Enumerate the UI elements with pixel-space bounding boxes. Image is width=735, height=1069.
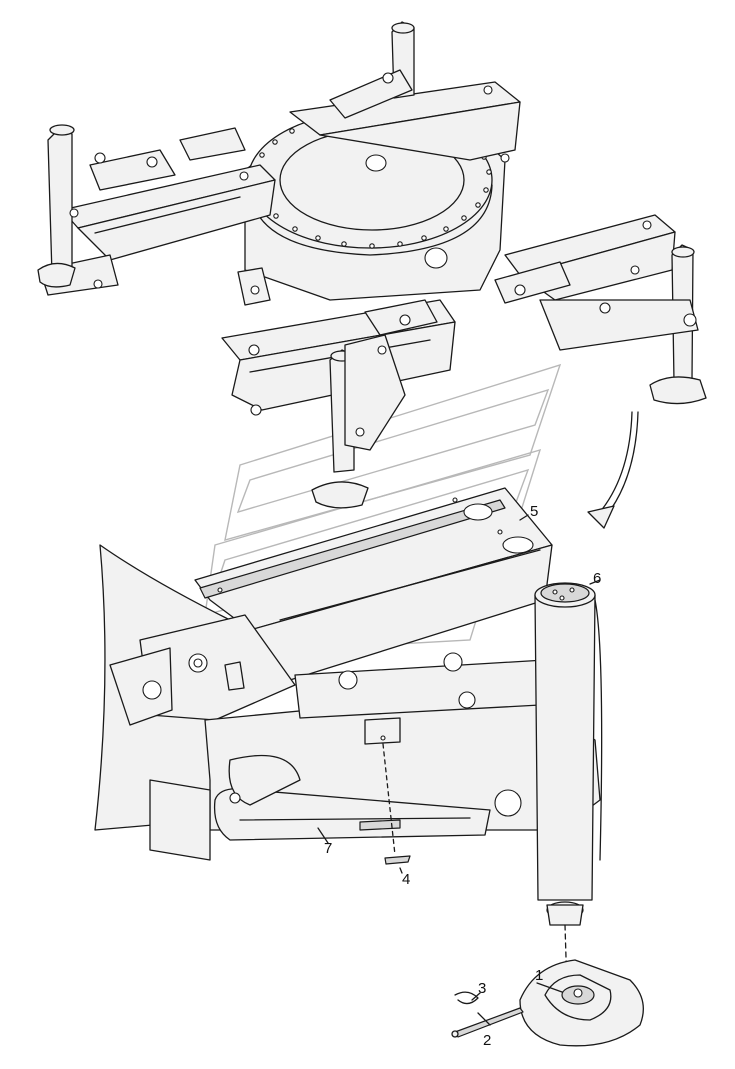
callout-4: 4 (402, 871, 410, 888)
callout-5: 5 (530, 503, 538, 520)
leader-lines (317, 514, 601, 1026)
callout-6: 6 (593, 570, 601, 587)
callout-3: 3 (478, 980, 486, 997)
callout-7: 7 (324, 840, 332, 857)
detail-view (94, 487, 644, 1047)
callout-1: 1 (535, 967, 543, 984)
callout-labels: 1 2 3 4 5 6 7 (324, 503, 601, 1049)
callout-2: 2 (483, 1032, 491, 1049)
frame-overview (37, 21, 707, 509)
detail-arrow (587, 411, 639, 529)
